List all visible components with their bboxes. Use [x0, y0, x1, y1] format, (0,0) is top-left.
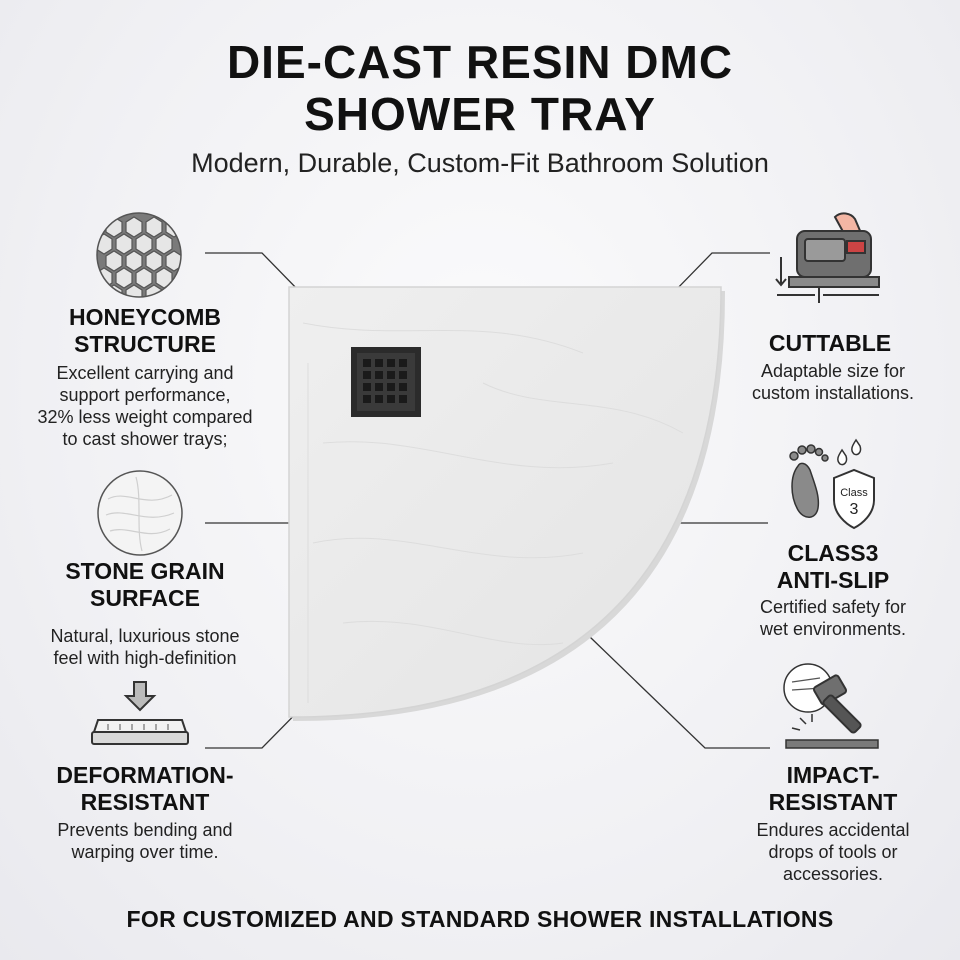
- page-title: DIE-CAST RESIN DMC SHOWER TRAY: [0, 36, 960, 140]
- impact-desc-line: drops of tools or: [768, 842, 898, 862]
- cuttable-title: CUTTABLE: [768, 330, 892, 356]
- cuttable-description: Adaptable size for custom installations.: [700, 360, 960, 404]
- cuttable-desc-line: custom installations.: [751, 383, 915, 403]
- deformation-desc-line: Prevents bending and: [57, 820, 233, 840]
- anti-slip-icon: Class 3: [789, 438, 875, 530]
- antislip-title-line1: CLASS3: [787, 540, 879, 566]
- hammer-impact-icon: [783, 663, 879, 749]
- class-badge-text: Class: [840, 487, 868, 499]
- deformation-title-line2: RESISTANT: [80, 789, 210, 815]
- deformation-icon: [91, 681, 189, 745]
- jigsaw-icon: [775, 212, 880, 303]
- impact-title-line2: RESISTANT: [768, 789, 898, 815]
- honeycomb-title-line2: STRUCTURE: [74, 331, 216, 357]
- title-line-2: SHOWER TRAY: [304, 88, 656, 140]
- class-badge-number: 3: [850, 501, 859, 518]
- footer-tagline: FOR CUSTOMIZED AND STANDARD SHOWER INSTA…: [126, 906, 834, 932]
- honeycomb-title: HONEYCOMB STRUCTURE: [20, 304, 270, 358]
- deformation-title-line1: DEFORMATION-: [56, 762, 234, 788]
- page-subtitle: Modern, Durable, Custom-Fit Bathroom Sol…: [191, 148, 769, 178]
- drain-icon: [351, 347, 421, 417]
- impact-title: IMPACT- RESISTANT: [700, 762, 960, 816]
- honeycomb-desc-line: Excellent carrying and: [56, 363, 234, 383]
- honeycomb-icon: [96, 212, 182, 298]
- impact-desc-line: accessories.: [782, 864, 884, 884]
- stone-desc-line: feel with high-definition: [53, 648, 237, 668]
- stone-desc-line: Natural, luxurious stone: [50, 626, 240, 646]
- honeycomb-description: Excellent carrying and support performan…: [0, 362, 290, 450]
- honeycomb-title-line1: HONEYCOMB: [68, 304, 222, 330]
- stone-description: Natural, luxurious stone feel with high-…: [0, 625, 290, 669]
- cuttable-desc-line: Adaptable size for: [760, 361, 906, 381]
- deformation-title: DEFORMATION- RESISTANT: [10, 762, 280, 816]
- antislip-description: Certified safety for wet environments.: [700, 596, 960, 640]
- honeycomb-desc-line: support performance,: [59, 385, 231, 405]
- shower-tray-image: [288, 286, 725, 721]
- deformation-description: Prevents bending and warping over time.: [0, 819, 290, 863]
- honeycomb-desc-line: 32% less weight compared: [37, 407, 253, 427]
- title-line-1: DIE-CAST RESIN DMC: [226, 36, 734, 88]
- antislip-title-line2: ANTI-SLIP: [776, 567, 890, 593]
- stone-grain-icon: [97, 470, 183, 556]
- antislip-desc-line: wet environments.: [759, 619, 907, 639]
- impact-desc-line: Endures accidental: [756, 820, 910, 840]
- antislip-title: CLASS3 ANTI-SLIP: [700, 540, 960, 594]
- deformation-desc-line: warping over time.: [71, 842, 219, 862]
- honeycomb-desc-line: to cast shower trays;: [62, 429, 228, 449]
- stone-title-line1: STONE GRAIN: [65, 558, 225, 584]
- stone-title-line2: SURFACE: [90, 585, 200, 611]
- stone-title: STONE GRAIN SURFACE: [20, 558, 270, 612]
- antislip-desc-line: Certified safety for: [759, 597, 907, 617]
- impact-title-line1: IMPACT-: [786, 762, 880, 788]
- impact-description: Endures accidental drops of tools or acc…: [700, 819, 960, 885]
